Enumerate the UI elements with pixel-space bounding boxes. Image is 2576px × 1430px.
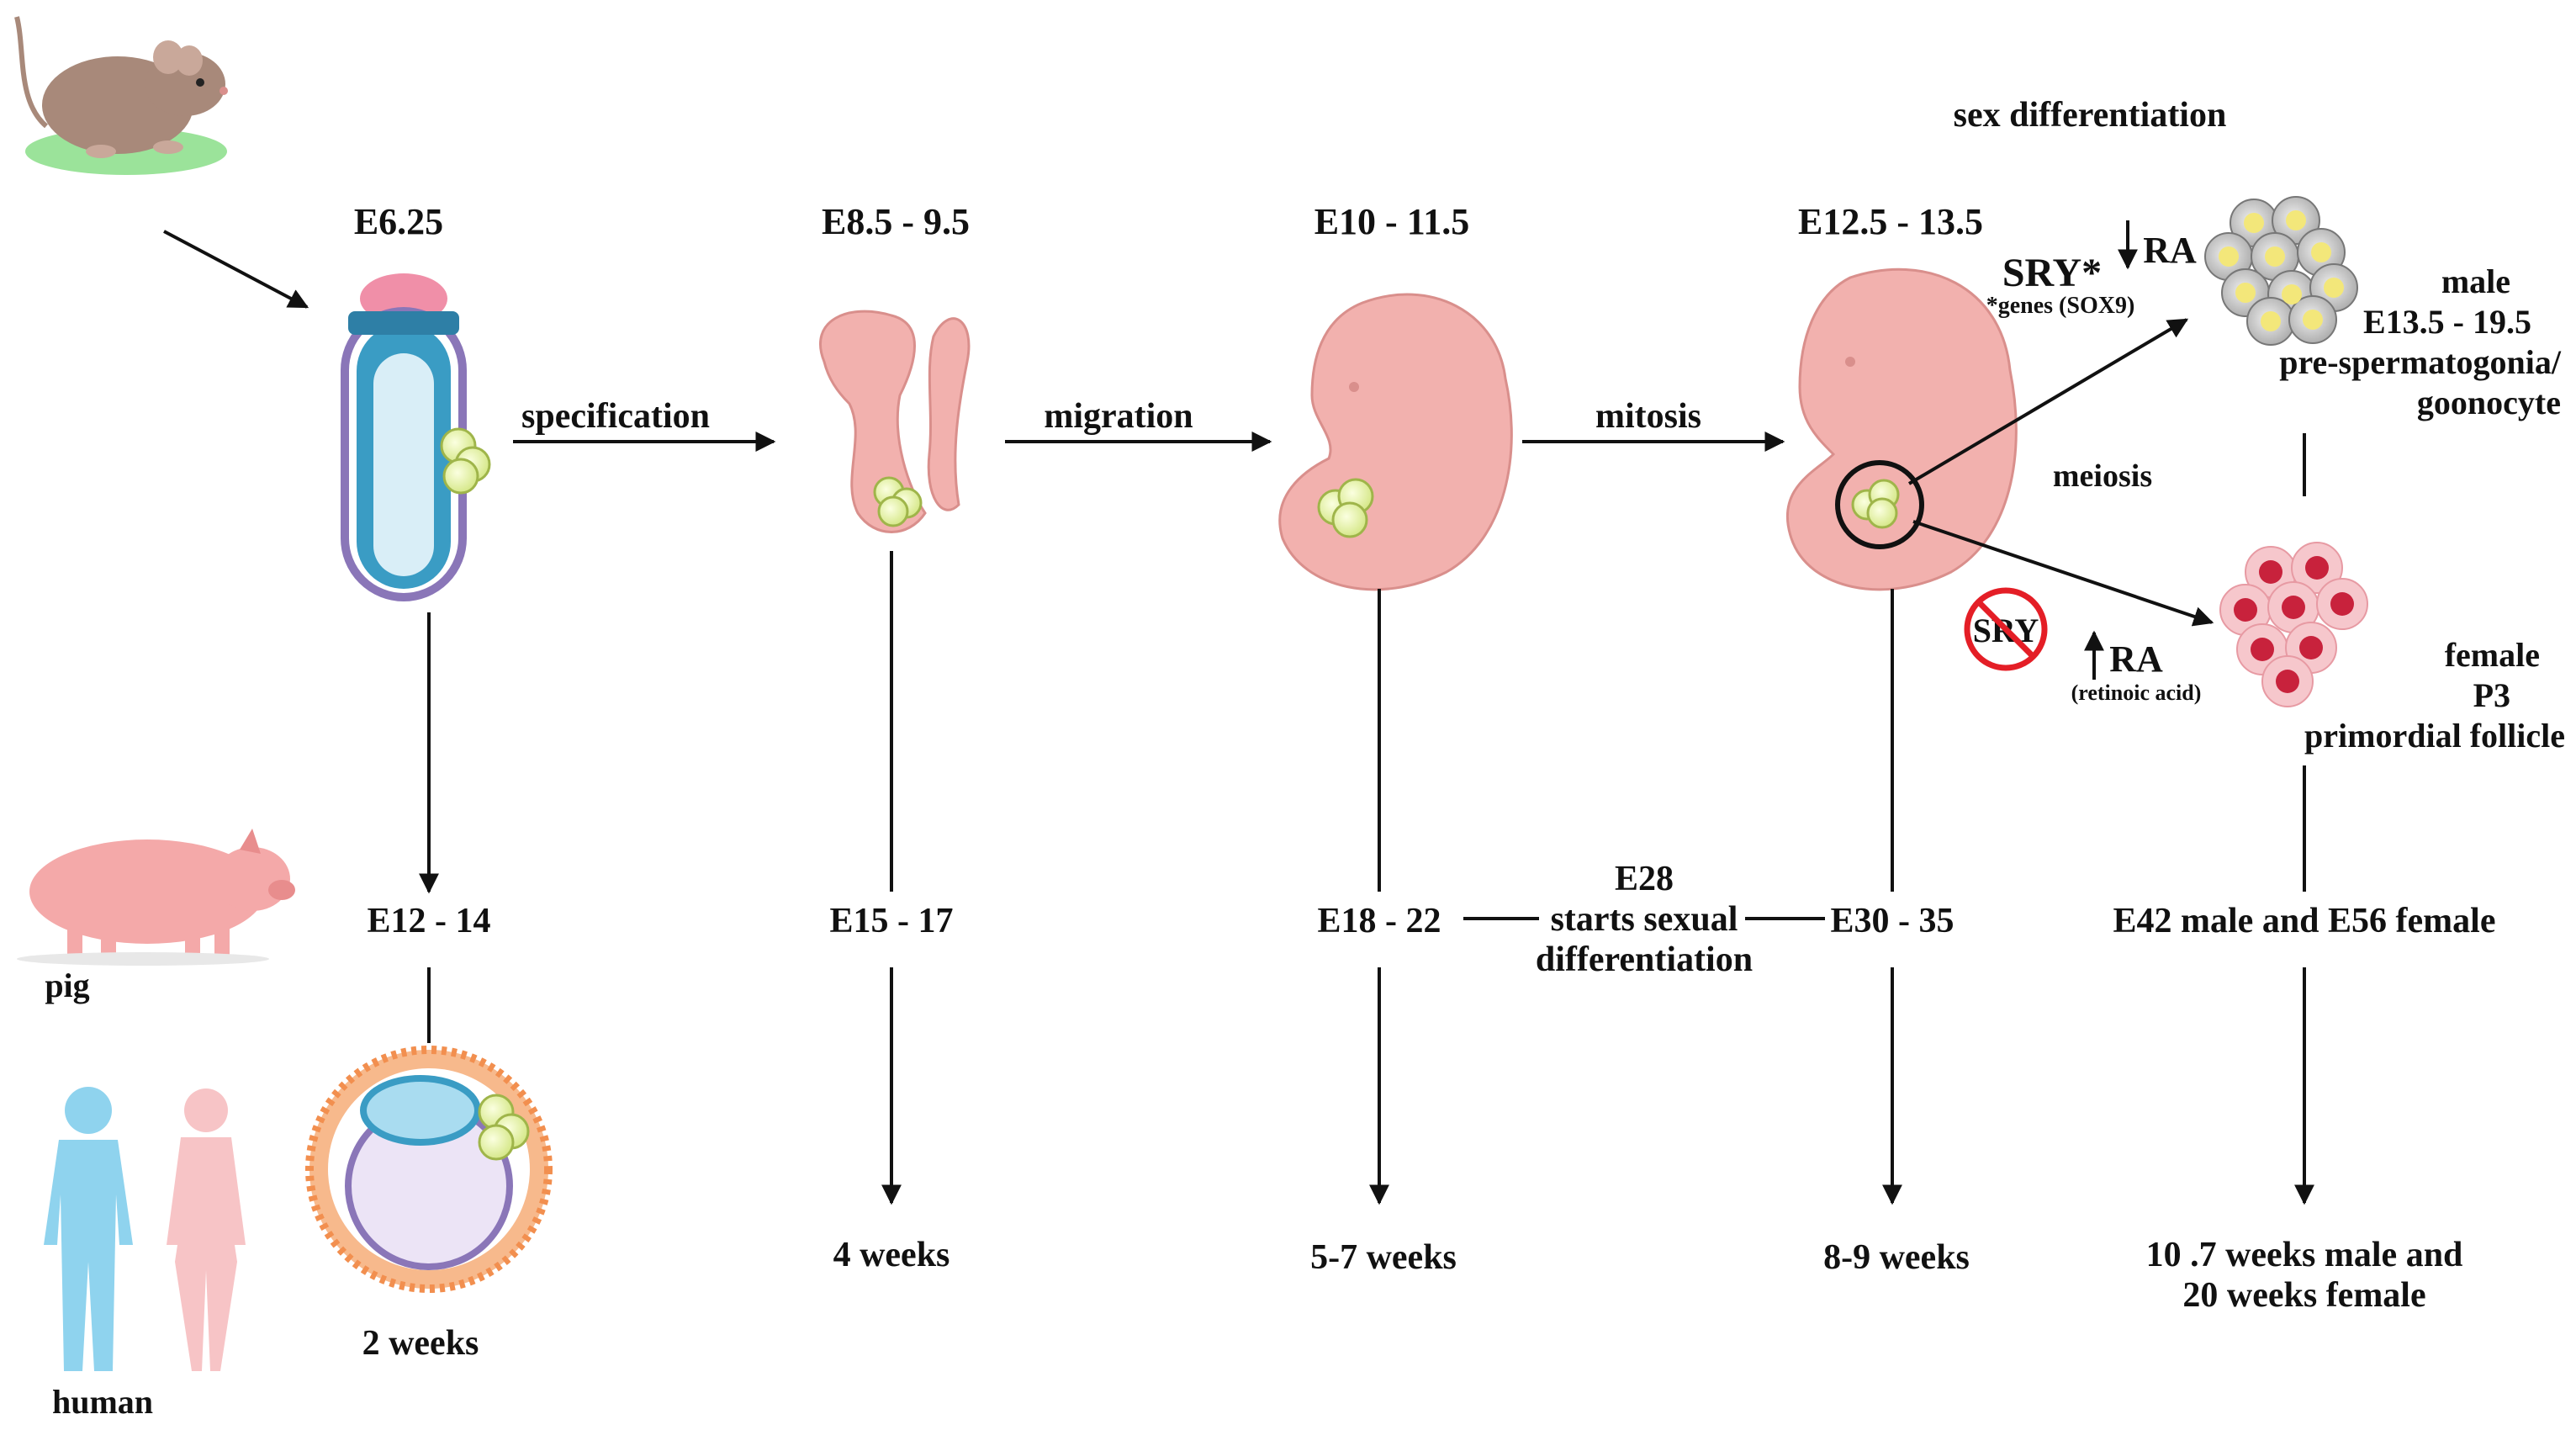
mitosis-label: mitosis — [1595, 397, 1701, 436]
female-stage-label: P3 — [2473, 676, 2510, 714]
pig-e28-label: E28 — [1615, 860, 1674, 898]
gonad-highlight-circle — [1835, 460, 1924, 549]
mouse-arrow — [163, 230, 309, 309]
human-blastocyst — [305, 1046, 553, 1293]
germ-cells-e8-5 — [873, 476, 923, 527]
human-2-weeks-label: 2 weeks — [362, 1324, 479, 1363]
germ-cells-e6-25 — [440, 427, 491, 495]
mouse-icon — [14, 16, 228, 175]
human-label: human — [52, 1383, 153, 1421]
retinoic-acid-label: (retinoic acid) — [2071, 681, 2202, 705]
human-5-7-weeks-label: 5-7 weeks — [1310, 1238, 1457, 1277]
pig-differentiation-label: differentiation — [1536, 940, 1753, 979]
male-label: male — [2441, 262, 2510, 300]
ra-down-label: RA — [2143, 230, 2197, 271]
pig-e12-14-label: E12 - 14 — [368, 902, 491, 940]
embryo-e12-5 — [1785, 267, 2018, 591]
germ-cells-human — [478, 1094, 530, 1161]
male-path-arrow — [1907, 318, 2189, 485]
sry-star-label: SRY* — [2002, 251, 2102, 295]
egg-cylinder-e6-25 — [341, 273, 467, 601]
pig-e15-17-label: E15 - 17 — [830, 902, 954, 940]
pig-starts-sexual-label: starts sexual — [1551, 900, 1738, 939]
human-8-9-weeks-label: 8-9 weeks — [1823, 1238, 1970, 1277]
stage-e10-label: E10 - 11.5 — [1314, 201, 1470, 242]
pig-e30-35-label: E30 - 35 — [1831, 902, 1954, 940]
no-sry-sign: SRY — [1964, 587, 2048, 671]
female-label: female — [2445, 636, 2540, 674]
pig-label: pig — [45, 967, 89, 1004]
pig-e18-22-label: E18 - 22 — [1318, 902, 1441, 940]
genes-sox9-label: *genes (SOX9) — [1986, 293, 2135, 319]
human-10-7-weeks-label: 10 .7 weeks male and — [2146, 1236, 2463, 1274]
goonocyte-label: goonocyte — [2417, 384, 2561, 421]
human-20-weeks-label: 20 weeks female — [2182, 1276, 2425, 1315]
pre-spermatogonia-cluster — [2204, 196, 2358, 346]
primordial-follicle-label: primordial follicle — [2304, 717, 2565, 755]
migration-label: migration — [1044, 397, 1193, 436]
embryo-e8-5 — [818, 310, 971, 533]
pig-icon — [17, 829, 295, 966]
specification-label: specification — [521, 397, 710, 436]
human-4-weeks-label: 4 weeks — [833, 1236, 950, 1274]
pig-e42-e56-label: E42 male and E56 female — [2113, 902, 2496, 940]
ra-up-label: RA — [2109, 638, 2163, 680]
female-path-arrow — [1912, 520, 2214, 627]
human-male-icon — [44, 1087, 133, 1371]
germ-cells-e10 — [1317, 478, 1374, 538]
germ-cells-e12-5 — [1851, 479, 1900, 529]
stage-e8-5-label: E8.5 - 9.5 — [822, 201, 970, 242]
male-stage-label: E13.5 - 19.5 — [2363, 303, 2531, 341]
sex-differentiation-label: sex differentiation — [1954, 96, 2227, 135]
stage-e6-25-label: E6.25 — [354, 201, 443, 242]
stage-e12-5-label: E12.5 - 13.5 — [1798, 201, 1983, 242]
human-female-icon — [167, 1088, 246, 1371]
meiosis-label: meiosis — [2053, 458, 2152, 494]
embryo-e10 — [1278, 293, 1513, 591]
primordial-follicle-cluster — [2219, 542, 2368, 707]
pre-spermatogonia-label: pre-spermatogonia/ — [2279, 343, 2562, 381]
